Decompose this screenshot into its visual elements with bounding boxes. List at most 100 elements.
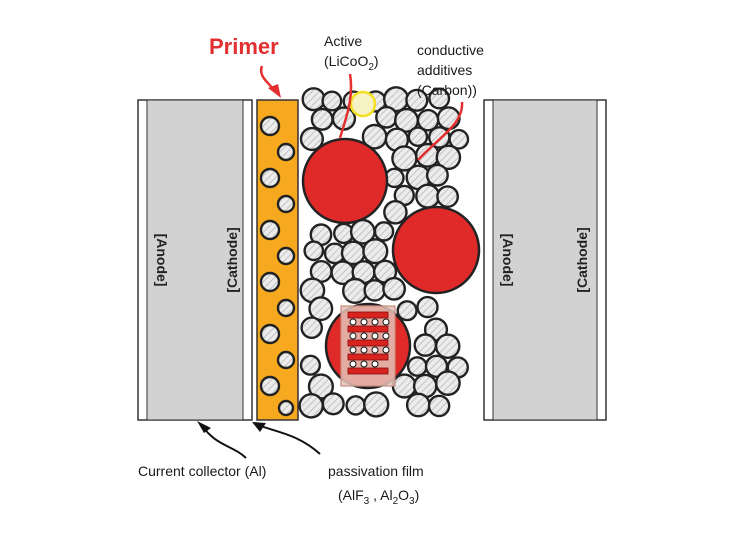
active-label-line2: (LiCoO2) xyxy=(324,53,379,73)
conductive-arrow xyxy=(417,101,464,161)
carbon-particle xyxy=(407,126,429,147)
primer-particle xyxy=(276,298,296,318)
active-particle xyxy=(301,137,389,225)
carbon-particle xyxy=(405,88,429,112)
lattice-bar xyxy=(347,311,389,319)
lithium-ion-dot xyxy=(349,332,357,340)
carbon-particle xyxy=(434,370,461,396)
lithium-ion-dot xyxy=(382,332,390,340)
left-electrode xyxy=(137,99,253,421)
left-cathode-label: [Cathode] xyxy=(224,227,240,292)
carbon-particle xyxy=(321,392,345,416)
carbon-particle xyxy=(415,142,441,168)
carbon-particle xyxy=(300,316,324,340)
current-collector-arrowhead xyxy=(197,421,211,433)
primer-particle xyxy=(259,219,281,241)
primer-particle xyxy=(259,115,281,137)
carbon-particle xyxy=(448,128,470,150)
carbon-particle xyxy=(321,90,343,112)
lattice-bar xyxy=(347,325,389,333)
passivation-label-line2: (AlF3 , Al2O3) xyxy=(338,487,419,507)
primer-particle xyxy=(259,323,281,345)
lithium-ion-dot xyxy=(349,346,357,354)
primer-arrowhead xyxy=(268,84,281,98)
conductive-label-line2: additives xyxy=(417,62,472,78)
carbon-particle xyxy=(362,238,389,265)
carbon-particle xyxy=(363,391,390,418)
carbon-particle xyxy=(428,87,451,110)
carbon-particle xyxy=(373,221,395,242)
lithium-ion-dot xyxy=(371,332,379,340)
carbon-particle xyxy=(427,394,451,418)
primer-particle xyxy=(276,142,296,162)
lithium-ion-dot xyxy=(360,318,368,326)
lithium-ion-dot xyxy=(371,318,379,326)
lattice-bar xyxy=(347,353,389,361)
active-structure-inset xyxy=(340,305,396,387)
lithium-ion-dot xyxy=(360,360,368,368)
carbon-particle xyxy=(310,107,334,131)
lattice-bar xyxy=(347,367,389,375)
carbon-particle xyxy=(405,392,431,418)
carbon-particle xyxy=(303,240,325,262)
carbon-particle xyxy=(434,333,461,360)
carbon-particle xyxy=(345,395,367,416)
primer-particle xyxy=(276,194,296,214)
carbon-particle-bed xyxy=(298,86,470,419)
current-collector-leader xyxy=(201,424,247,459)
carbon-particle xyxy=(299,126,324,152)
right-anode-label: [Anode] xyxy=(500,234,516,287)
active-particle xyxy=(391,205,481,295)
right-electrode xyxy=(483,99,607,421)
active-label-line1: Active xyxy=(324,33,362,49)
carbon-particle xyxy=(363,279,387,302)
primer-particle xyxy=(259,271,281,293)
primer-particle xyxy=(276,246,296,266)
carbon-particle xyxy=(416,295,439,319)
left-electrode-core xyxy=(146,99,244,421)
conductive-label-line1: conductive xyxy=(417,42,484,58)
highlighted-carbon-particle xyxy=(349,90,377,118)
primer-particle xyxy=(277,399,295,417)
left-anode-label: [Anode] xyxy=(154,234,170,287)
carbon-particle xyxy=(406,356,428,377)
carbon-particle xyxy=(436,106,461,131)
lithium-ion-dot xyxy=(360,332,368,340)
carbon-particle xyxy=(299,354,321,376)
primer-particles xyxy=(259,115,296,417)
carbon-particle xyxy=(413,333,438,357)
lithium-ion-dot xyxy=(360,346,368,354)
lattice-bar xyxy=(347,339,389,347)
right-electrode-core xyxy=(492,99,598,421)
primer-particle xyxy=(276,350,296,370)
primer-particle xyxy=(259,167,281,189)
active-arrow xyxy=(338,73,353,139)
lithium-ion-dot xyxy=(349,360,357,368)
primer-particle xyxy=(259,375,281,397)
carbon-particle xyxy=(375,105,398,129)
carbon-particle xyxy=(435,144,462,171)
carbon-particle xyxy=(382,276,406,301)
carbon-particle xyxy=(396,300,418,322)
passivation-arrowhead xyxy=(252,422,266,432)
carbon-particle xyxy=(301,87,326,112)
lithium-ion-dots xyxy=(349,318,390,368)
passivation-label-line1: passivation film xyxy=(328,463,424,479)
primer-label: Primer xyxy=(209,34,279,59)
carbon-particle xyxy=(383,199,408,225)
passivation-leader xyxy=(257,424,321,455)
lithium-ion-dot xyxy=(371,346,379,354)
carbon-particle xyxy=(436,185,459,209)
lithium-ion-dot xyxy=(382,346,390,354)
carbon-particle xyxy=(308,296,334,322)
current-collector-label: Current collector (Al) xyxy=(138,463,266,479)
conductive-label-line3: (Carbon)) xyxy=(417,82,477,98)
carbon-particle xyxy=(425,163,449,187)
lithium-ion-dot xyxy=(371,360,379,368)
lithium-ion-dot xyxy=(349,318,357,326)
right-cathode-label: [Cathode] xyxy=(574,227,590,292)
lithium-ion-dot xyxy=(382,318,390,326)
carbon-particle xyxy=(298,392,325,419)
